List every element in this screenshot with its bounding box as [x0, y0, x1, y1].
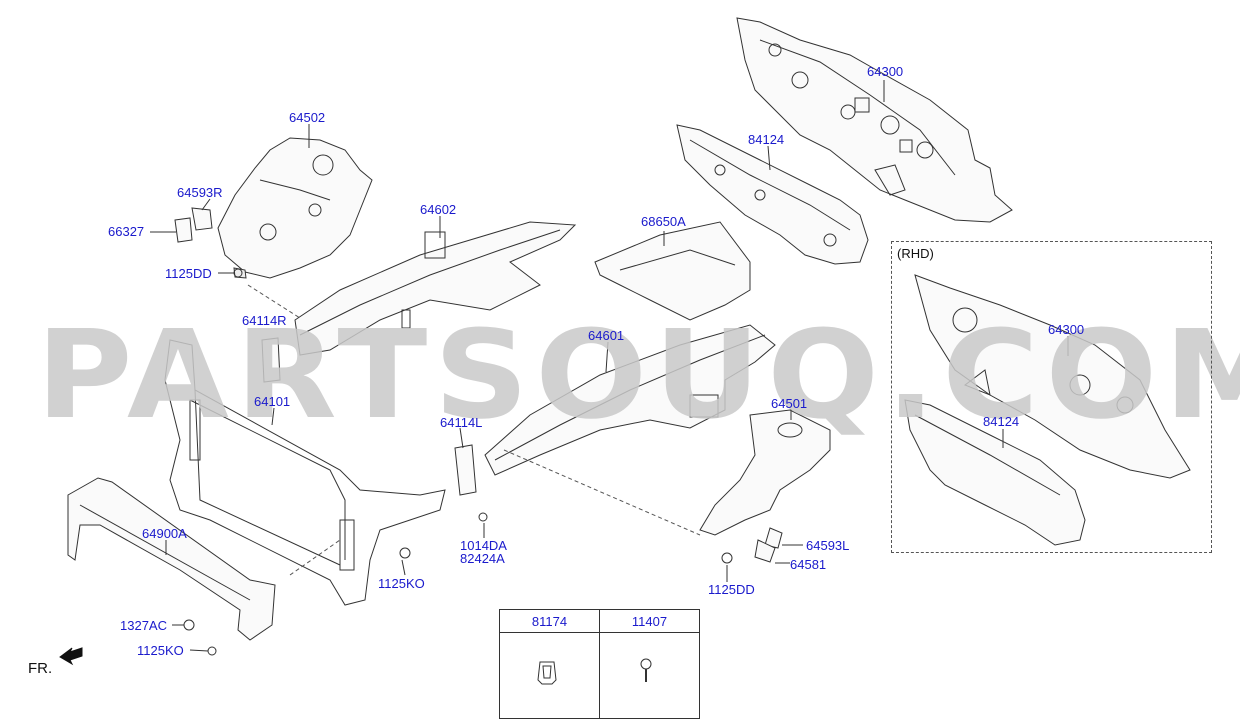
callout-82424A[interactable]: 82424A: [460, 551, 505, 566]
callout-64601[interactable]: 64601: [588, 328, 625, 343]
callout-84124-rhd[interactable]: 84124: [983, 414, 1020, 429]
callout-64602[interactable]: 64602: [420, 202, 457, 217]
insulator-84124: [676, 124, 869, 265]
table-header-81174[interactable]: 81174: [531, 614, 568, 629]
callout-1014DA[interactable]: 1014DA: [460, 538, 507, 553]
dash-panel-64300: [736, 17, 1013, 223]
callout-64501[interactable]: 64501: [771, 396, 808, 411]
table-divider-vertical: [599, 610, 600, 718]
clip-icon: [537, 661, 557, 685]
callout-64900A[interactable]: 64900A: [142, 526, 187, 541]
panel-68650A: [594, 221, 751, 321]
bolt-icon: [640, 658, 652, 682]
callout-64593L[interactable]: 64593L: [806, 538, 850, 553]
carrier-64101: [164, 339, 446, 606]
callout-64101[interactable]: 64101: [254, 394, 291, 409]
side-member-64601: [484, 324, 776, 476]
insulator-84124-rhd: [904, 399, 1086, 546]
shock-tower-64501: [699, 409, 831, 536]
table-divider-horizontal: [500, 632, 699, 633]
callout-64300-rhd[interactable]: 64300: [1048, 322, 1085, 337]
callout-64114R[interactable]: 64114R: [242, 313, 287, 328]
side-member-64602: [294, 221, 577, 356]
fastener-table: 81174 11407: [499, 609, 700, 719]
callout-1125DD-left[interactable]: 1125DD: [165, 266, 212, 281]
callout-1327AC[interactable]: 1327AC: [120, 618, 167, 633]
callout-66327[interactable]: 66327: [108, 224, 145, 239]
callout-64581[interactable]: 64581: [790, 557, 827, 572]
table-header-11407[interactable]: 11407: [631, 614, 668, 629]
callout-64114L[interactable]: 64114L: [440, 415, 483, 430]
callout-1125DD-right[interactable]: 1125DD: [708, 582, 755, 597]
rhd-variant-box: [891, 241, 1212, 553]
front-direction-marker: FR.: [28, 660, 53, 677]
callout-64593R[interactable]: 64593R: [177, 185, 223, 200]
callout-68650A[interactable]: 68650A: [641, 214, 686, 229]
callout-64502[interactable]: 64502: [289, 110, 326, 125]
callout-84124-top[interactable]: 84124: [748, 132, 785, 147]
shock-tower-64502: [217, 137, 373, 279]
callout-64300-top[interactable]: 64300: [867, 64, 904, 79]
crossmember-64900A: [67, 477, 276, 641]
callout-1125KO-bottom[interactable]: 1125KO: [137, 643, 184, 658]
callout-1125KO-mid[interactable]: 1125KO: [378, 576, 425, 591]
dash-panel-64300-rhd: [914, 274, 1191, 479]
rhd-label: (RHD): [897, 246, 934, 261]
